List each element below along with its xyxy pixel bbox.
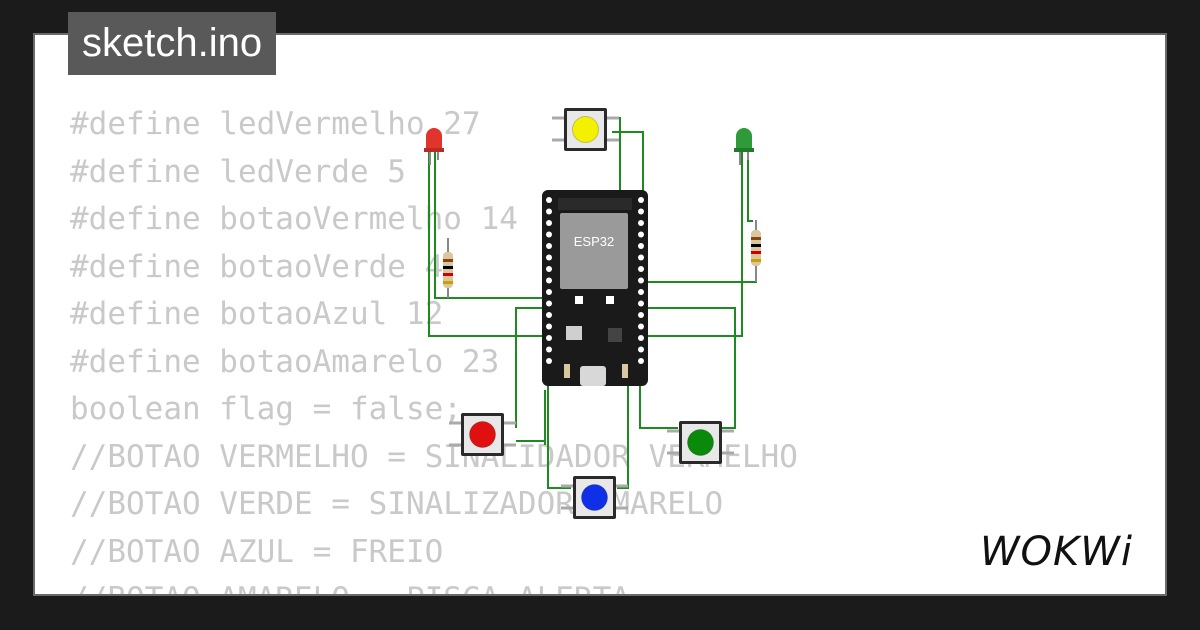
wokwi-logo-text: WOKWi xyxy=(980,529,1133,575)
pin xyxy=(638,323,644,330)
pin xyxy=(546,220,552,226)
code-line: //BOTAO VERMELHO = SINALIDADOR VERMELHO xyxy=(70,438,798,475)
code-line: //BOTAO AMARELO = PISCA ALERTA xyxy=(70,576,798,594)
resistor-right xyxy=(751,220,761,282)
esp32-chip-label: ESP32 xyxy=(574,234,614,249)
code-line: #define botaoVerde 4 xyxy=(70,248,444,285)
pin xyxy=(638,231,644,238)
code-editor: #define ledVermelho 27 #define ledVerde 5… xyxy=(70,101,798,594)
pin-header-left xyxy=(546,197,552,364)
pin xyxy=(546,323,552,330)
pin xyxy=(638,312,644,318)
wire-red-led-resistor xyxy=(434,152,548,299)
button-yellow[interactable] xyxy=(552,108,619,151)
wire-red-button-2 xyxy=(516,390,546,442)
code-line: #define botaoVermelho 14 xyxy=(70,201,518,237)
pin xyxy=(638,254,644,261)
pin xyxy=(638,289,644,295)
pin xyxy=(638,300,644,307)
button-green[interactable] xyxy=(667,421,734,464)
esp32-board[interactable]: ESP32 xyxy=(542,190,648,386)
code-line: #define ledVermelho 27 xyxy=(70,106,481,142)
wire-blue-button-1 xyxy=(547,372,571,489)
wire-red-led-gnd xyxy=(428,152,548,337)
file-name-tab: sketch.ino xyxy=(68,12,277,75)
pin xyxy=(546,312,552,318)
pin xyxy=(546,335,552,341)
pin xyxy=(638,208,644,215)
pin xyxy=(546,208,552,215)
pin xyxy=(546,243,552,249)
pin xyxy=(638,243,644,249)
pin xyxy=(546,300,552,307)
pin xyxy=(638,277,644,284)
button-red[interactable] xyxy=(449,413,516,456)
wire-yellow-button-2 xyxy=(612,131,644,212)
pin xyxy=(546,346,552,353)
wire-red-button-1 xyxy=(515,307,548,428)
pin xyxy=(638,335,644,341)
resistor-left xyxy=(443,238,453,298)
wire-green-button-2 xyxy=(640,307,736,429)
pin xyxy=(638,346,644,353)
wire-green-led xyxy=(747,152,753,222)
code-line: #define botaoAzul 12 xyxy=(70,296,444,332)
wire-blue-button-2 xyxy=(617,372,629,489)
pin xyxy=(638,358,644,364)
wire-green-resistor xyxy=(640,272,757,283)
pin xyxy=(546,254,552,261)
button-blue[interactable] xyxy=(561,476,628,519)
pin xyxy=(546,231,552,238)
led-green[interactable] xyxy=(734,128,754,165)
code-line: //BOTAO VERDE = SINALIZADOR AMARELO xyxy=(70,486,724,522)
usb-port xyxy=(580,366,606,386)
code-line: #define botaoAmarelo 23 xyxy=(70,343,500,380)
esp32-chip xyxy=(560,213,628,289)
wires xyxy=(428,117,757,489)
pin xyxy=(546,358,552,364)
pin xyxy=(546,289,552,295)
led-red[interactable] xyxy=(424,128,444,165)
pin xyxy=(546,266,552,272)
pin xyxy=(638,197,644,203)
pin xyxy=(638,266,644,272)
code-line: #define ledVerde 5 xyxy=(70,153,406,190)
pin xyxy=(546,277,552,284)
code-line: boolean flag = false; xyxy=(70,391,462,427)
code-line: //BOTAO AZUL = FREIO xyxy=(70,533,444,570)
pin xyxy=(546,197,552,203)
wire-green-led-gnd xyxy=(640,152,743,337)
wokwi-logo: WOKWi xyxy=(980,529,1133,575)
pin xyxy=(638,220,644,226)
pin-header-right xyxy=(638,197,644,364)
